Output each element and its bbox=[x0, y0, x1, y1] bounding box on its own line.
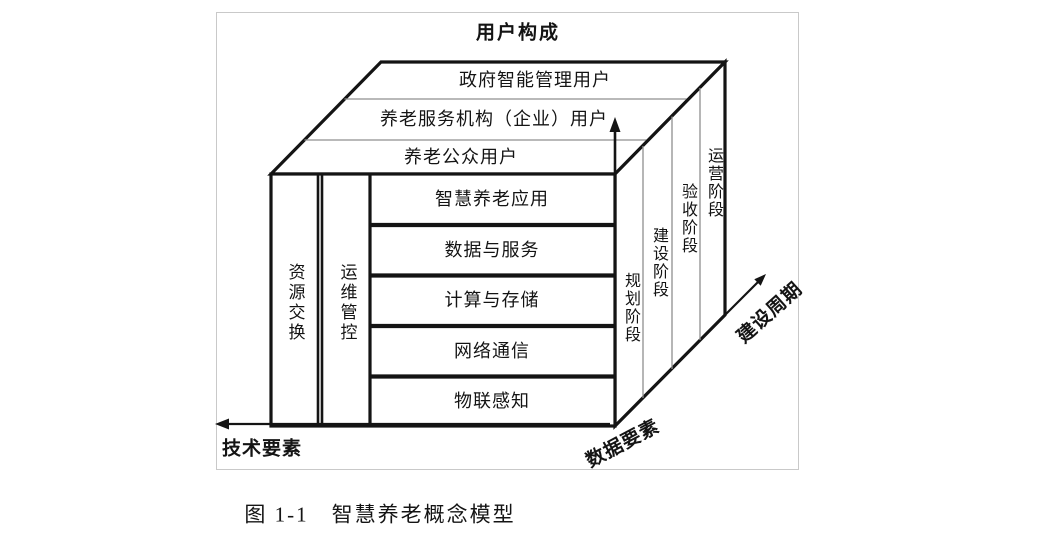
layer-data-services: 数据与服务 bbox=[444, 240, 540, 260]
layer-iot-sensing: 物联感知 bbox=[454, 391, 530, 411]
layer-network-communication: 网络通信 bbox=[454, 341, 530, 361]
stage-planning: 规划阶段 bbox=[622, 272, 639, 344]
left-arrow-icon bbox=[215, 418, 610, 430]
layer-computing-storage: 计算与存储 bbox=[444, 290, 540, 310]
top-band-government-users: 政府智能管理用户 bbox=[459, 70, 611, 90]
depth-arrow-icon bbox=[724, 274, 766, 316]
axis-label-technology: 技术要素 bbox=[221, 438, 303, 460]
top-band-institution-users: 养老服务机构（企业）用户 bbox=[380, 109, 608, 129]
column-om-control: 运维管控 bbox=[337, 263, 357, 343]
layer-smart-elderly-apps: 智慧养老应用 bbox=[435, 189, 549, 209]
stage-operation: 运营阶段 bbox=[705, 147, 722, 219]
up-arrow-icon bbox=[609, 117, 621, 178]
cube-front-face bbox=[269, 172, 617, 428]
column-resource-exchange: 资源交换 bbox=[285, 263, 305, 343]
diagram-title: 用户构成 bbox=[475, 22, 561, 44]
top-band-public-users: 养老公众用户 bbox=[404, 147, 518, 167]
stage-construction: 建设阶段 bbox=[650, 227, 667, 299]
figure-caption: 图 1-1 智慧养老概念模型 bbox=[244, 502, 516, 527]
stage-acceptance: 验收阶段 bbox=[679, 183, 696, 255]
